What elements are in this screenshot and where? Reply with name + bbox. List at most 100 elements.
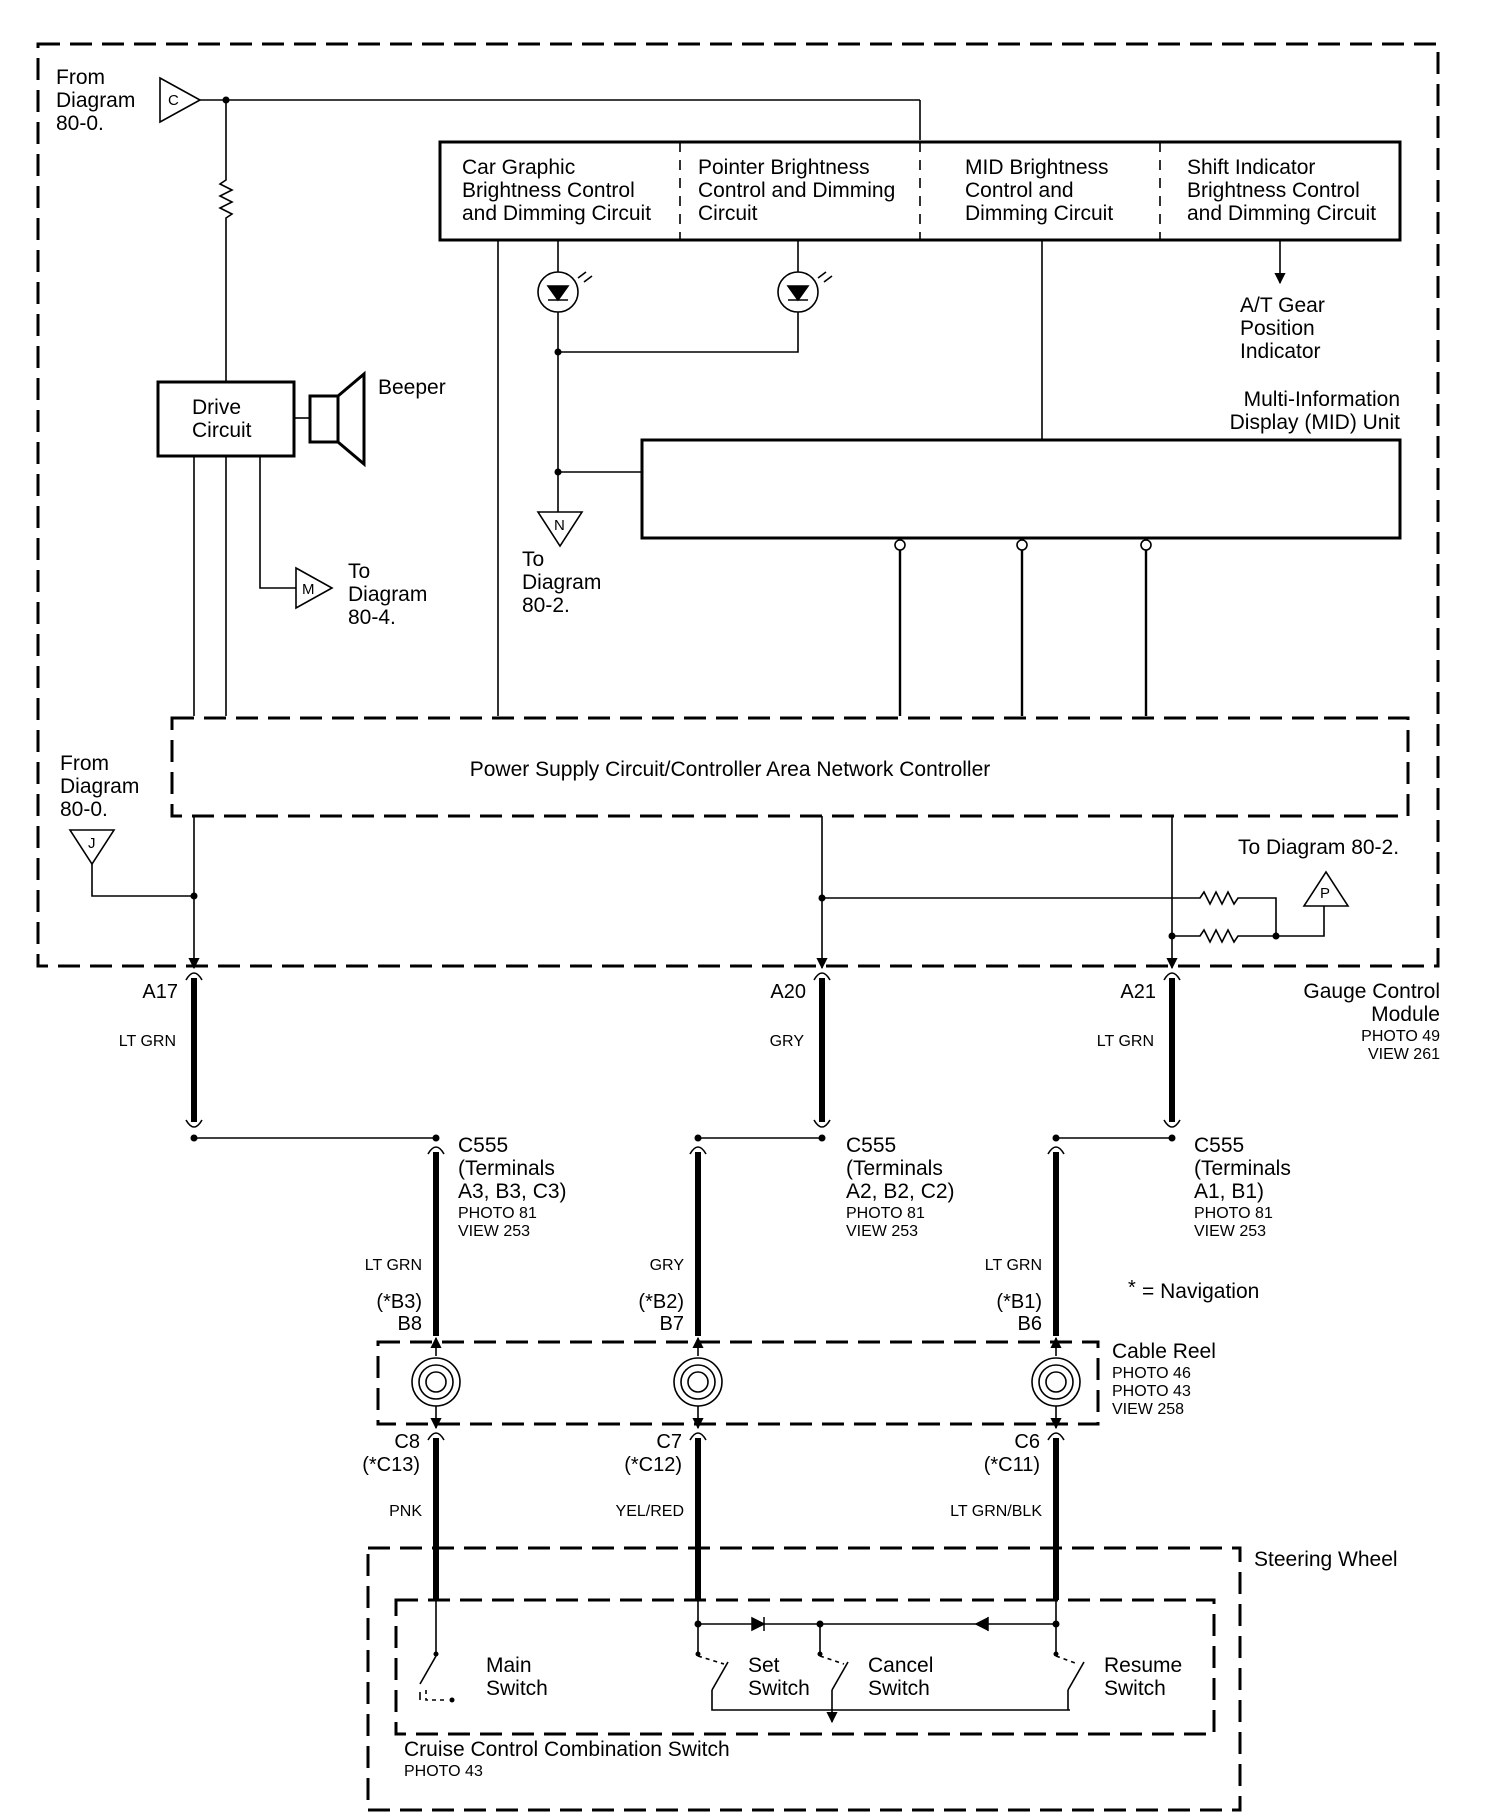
cable-reel-label: Cable Reel: [1112, 1340, 1216, 1363]
terminal-a20: [813, 972, 831, 1128]
beeper-body: [308, 394, 340, 444]
junction-dot: [190, 1134, 198, 1142]
navigation-star: *: [1128, 1277, 1136, 1299]
b7-nav-label: (*B2): [638, 1291, 684, 1313]
connector-c-label: C: [168, 92, 179, 109]
set-switch-icon: [695, 1624, 1070, 1711]
connector-p-triangle: [1302, 870, 1350, 907]
cable-reel-coil-2: [673, 1336, 723, 1430]
c6-wire-color: LT GRN/BLK: [950, 1503, 1042, 1520]
junction-dot: [432, 1134, 440, 1142]
cable-reel-coil-3: [1031, 1336, 1081, 1430]
main-switch-icon: [419, 1600, 455, 1703]
steering-wheel-label: Steering Wheel: [1254, 1548, 1398, 1571]
junction-dot: [1052, 1134, 1060, 1142]
power-supply-box: [170, 716, 1410, 818]
led2-wire-bottom: [558, 312, 799, 353]
terminal-b6: [1047, 1146, 1065, 1336]
a17-pin-label: A17: [142, 981, 178, 1003]
gauge-module-view: VIEW 261: [1368, 1046, 1440, 1063]
a20-wire-color: GRY: [770, 1033, 805, 1050]
c555-left-photo: PHOTO 81: [458, 1205, 537, 1222]
terminal-b8: [427, 1146, 445, 1336]
junction-dot: [1168, 1134, 1176, 1142]
p-resistor-1: [822, 890, 1277, 936]
led-2-rays: [817, 271, 833, 283]
cable-reel-photo-1: PHOTO 46: [1112, 1365, 1191, 1382]
c8-wire-color: PNK: [389, 1503, 422, 1520]
navigation-note: = Navigation: [1142, 1280, 1259, 1303]
c555-right-view: VIEW 253: [1194, 1223, 1266, 1240]
terminal-c7: [689, 1432, 707, 1600]
c8-nav-label: (*C13): [362, 1454, 420, 1476]
power-supply-label: Power Supply Circuit/Controller Area Net…: [470, 758, 991, 781]
mid-unit-box: [640, 438, 1402, 540]
led-1-icon: [546, 285, 570, 302]
cable-reel-box: [376, 1340, 1100, 1426]
cable-reel-view: VIEW 258: [1112, 1401, 1184, 1418]
cable-reel-coil-1: [411, 1336, 461, 1430]
b8-nav-label: (*B3): [376, 1291, 422, 1313]
gauge-module-name-line2: Module: [1371, 1003, 1440, 1026]
connector-m-label: M: [302, 581, 315, 598]
connector-n-triangle: [536, 511, 584, 548]
diode-left-icon: [751, 1616, 766, 1632]
junction-dot: [818, 1134, 826, 1142]
terminal-c6: [1047, 1432, 1065, 1600]
c8-pin-label: C8: [394, 1431, 420, 1453]
terminal-c8: [427, 1432, 445, 1600]
mid-terminal-3: [1140, 539, 1152, 551]
beeper-label: Beeper: [378, 376, 446, 399]
cruise-switch-photo: PHOTO 43: [404, 1763, 483, 1780]
gauge-module-photo: PHOTO 49: [1361, 1028, 1440, 1045]
c555-mid-photo: PHOTO 81: [846, 1205, 925, 1222]
c6-nav-label: (*C11): [984, 1454, 1040, 1476]
c7-wire-color: YEL/RED: [616, 1503, 684, 1520]
p-resistor-2: [1172, 906, 1325, 944]
b6-nav-label: (*B1): [996, 1291, 1042, 1313]
cruise-switch-box: [394, 1598, 1216, 1736]
b8-pin-label: B8: [398, 1313, 422, 1335]
mid-terminal-2: [1016, 539, 1028, 551]
connector-j-label: J: [88, 835, 96, 852]
c555-mid-view: VIEW 253: [846, 1223, 918, 1240]
c6-pin-label: C6: [1014, 1431, 1040, 1453]
cancel-switch-icon: [817, 1624, 849, 1724]
connector-m-triangle: [295, 566, 334, 610]
j-wire: [91, 864, 194, 897]
mid-terminal-1: [894, 539, 906, 551]
led-1-rays: [577, 271, 593, 283]
cruise-switch-label: Cruise Control Combination Switch: [404, 1738, 730, 1761]
a21-pin-label: A21: [1120, 981, 1156, 1003]
terminal-b7: [689, 1146, 707, 1336]
a20-pin-label: A20: [770, 981, 806, 1003]
c555-right-photo: PHOTO 81: [1194, 1205, 1273, 1222]
connector-n-label: N: [554, 517, 565, 534]
b6-pin-label: B6: [1018, 1313, 1042, 1335]
b7-pin-label: B7: [660, 1313, 684, 1335]
switch-bus-wire: [697, 1600, 1057, 1625]
connector-c-triangle: [159, 76, 202, 124]
b6-wire-color: LT GRN: [985, 1257, 1042, 1274]
terminal-a17: [185, 972, 203, 1128]
c555-left-view: VIEW 253: [458, 1223, 530, 1240]
c7-nav-label: (*C12): [624, 1454, 682, 1476]
a21-wire-color: LT GRN: [1097, 1033, 1154, 1050]
b8-wire-color: LT GRN: [365, 1257, 422, 1274]
a17-wire-color: LT GRN: [119, 1033, 176, 1050]
c7-pin-label: C7: [656, 1431, 682, 1453]
beeper-icon: [336, 370, 366, 468]
